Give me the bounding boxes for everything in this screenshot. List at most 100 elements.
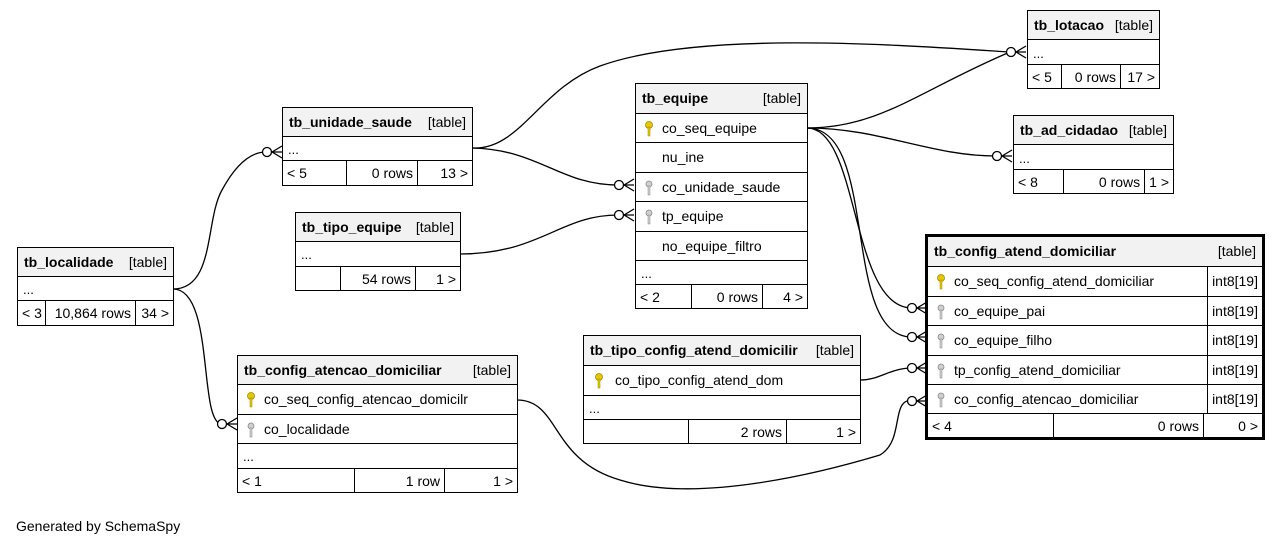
primary-key-icon bbox=[595, 373, 603, 389]
table-name: tb_unidade_saude bbox=[289, 114, 412, 130]
table-type: [table] bbox=[1114, 17, 1153, 33]
column-name: no_equipe_filtro bbox=[662, 238, 762, 254]
table-name: tb_config_atend_domiciliar bbox=[934, 243, 1117, 259]
columns-ellipsis: ... bbox=[584, 396, 860, 420]
column-type: int8[19] bbox=[1207, 356, 1262, 384]
ellipsis: ... bbox=[301, 247, 312, 262]
column-row: co_seq_config_atend_domiciliar int8[19] bbox=[928, 267, 1262, 297]
table-name: tb_equipe bbox=[642, 90, 709, 106]
ellipsis: ... bbox=[243, 449, 254, 464]
columns-ellipsis: ... bbox=[1014, 145, 1173, 170]
edge-tipoconfig-atend bbox=[859, 367, 913, 381]
table-header: tb_config_atend_domiciliar [table] bbox=[928, 237, 1262, 267]
column-row: co_seq_config_atencao_domicilr bbox=[238, 385, 517, 415]
table-tb-equipe[interactable]: tb_equipe [table] co_seq_equipe nu_ine c… bbox=[635, 83, 808, 309]
rows-count: 0 rows bbox=[347, 161, 418, 185]
column-name: co_seq_config_atend_domiciliar bbox=[954, 273, 1155, 289]
table-tb-unidade-saude[interactable]: tb_unidade_saude [table] ... < 5 0 rows … bbox=[282, 107, 473, 186]
rows-count: 1 row bbox=[355, 469, 445, 492]
ellipsis: ... bbox=[641, 266, 652, 281]
column-type: int8[19] bbox=[1207, 297, 1262, 325]
table-type: [table] bbox=[1128, 122, 1167, 138]
table-stats: < 3 10,864 rows 34 > bbox=[18, 301, 173, 325]
table-header: tb_config_atencao_domiciliar [table] bbox=[238, 356, 517, 385]
foreign-key-icon bbox=[645, 209, 653, 225]
rows-count: 0 rows bbox=[692, 285, 763, 308]
edge-localidade-unidade bbox=[172, 151, 267, 290]
table-tb-lotacao[interactable]: tb_lotacao [table] ... < 5 0 rows 17 > bbox=[1027, 10, 1160, 89]
foreign-key-icon bbox=[645, 180, 653, 196]
edge-equipe-pai bbox=[806, 127, 913, 309]
table-type: [table] bbox=[762, 90, 801, 106]
table-tb-config-atencao-domiciliar[interactable]: tb_config_atencao_domiciliar [table] co_… bbox=[237, 355, 518, 493]
children-count: 1 > bbox=[436, 271, 456, 287]
column-name: co_unidade_saude bbox=[662, 179, 781, 195]
column-type: int8[19] bbox=[1207, 326, 1262, 355]
column-row: co_equipe_filho int8[19] bbox=[928, 326, 1262, 356]
edge-atencao-atend bbox=[516, 399, 913, 490]
foreign-key-icon bbox=[247, 422, 255, 438]
table-type: [table] bbox=[472, 362, 511, 378]
children-count: 17 > bbox=[1127, 69, 1155, 85]
column-name: tp_config_atend_domiciliar bbox=[954, 362, 1121, 378]
ellipsis: ... bbox=[1033, 46, 1044, 61]
table-tb-tipo-config-atend-domicilir[interactable]: tb_tipo_config_atend_domicilir [table] c… bbox=[583, 335, 861, 444]
edge-unidade-equipe bbox=[472, 147, 619, 186]
column-row: co_config_atencao_domiciliar int8[19] bbox=[928, 385, 1262, 414]
parents-count bbox=[296, 267, 341, 290]
column-type: int8[19] bbox=[1207, 385, 1262, 413]
edge-equipe-lotacao bbox=[806, 51, 1011, 129]
table-header: tb_localidade [table] bbox=[18, 248, 173, 277]
column-name: co_equipe_pai bbox=[954, 303, 1046, 319]
table-tb-tipo-equipe[interactable]: tb_tipo_equipe [table] ... 54 rows 1 > bbox=[295, 212, 461, 291]
column-row: no_equipe_filtro bbox=[636, 232, 807, 261]
table-name: tb_ad_cidadao bbox=[1020, 122, 1119, 138]
column-row: co_tipo_config_atend_dom bbox=[584, 366, 860, 396]
ellipsis: ... bbox=[589, 401, 600, 416]
table-name: tb_localidade bbox=[24, 254, 114, 270]
rows-count: 2 rows bbox=[689, 420, 787, 443]
edge-equipe-filho bbox=[806, 127, 913, 338]
column-type: int8[19] bbox=[1207, 267, 1262, 296]
table-name: tb_lotacao bbox=[1034, 17, 1105, 33]
columns-ellipsis: ... bbox=[1028, 40, 1159, 65]
table-type: [table] bbox=[815, 342, 854, 358]
column-name: co_seq_equipe bbox=[662, 120, 757, 136]
children-count: 4 > bbox=[783, 289, 803, 305]
primary-key-icon bbox=[247, 392, 255, 408]
foreign-key-icon bbox=[937, 363, 945, 379]
table-tb-ad-cidadao[interactable]: tb_ad_cidadao [table] ... < 8 0 rows 1 > bbox=[1013, 115, 1174, 194]
table-type: [table] bbox=[415, 219, 454, 235]
table-tb-localidade[interactable]: tb_localidade [table] ... < 3 10,864 row… bbox=[17, 247, 174, 326]
column-row: tp_equipe bbox=[636, 202, 807, 232]
table-tb-config-atend-domiciliar[interactable]: tb_config_atend_domiciliar [table] co_se… bbox=[925, 234, 1265, 440]
table-stats: < 4 0 rows 0 > bbox=[928, 414, 1262, 437]
generated-by-footer: Generated by SchemaSpy bbox=[16, 518, 181, 534]
children-count: 34 > bbox=[141, 305, 169, 321]
column-name: tp_equipe bbox=[662, 208, 724, 224]
columns-ellipsis: ... bbox=[296, 242, 460, 267]
parents-count bbox=[584, 420, 689, 443]
column-name: co_equipe_filho bbox=[954, 332, 1053, 348]
table-type: [table] bbox=[427, 114, 466, 130]
edge-unidade-lotacao bbox=[472, 42, 1011, 149]
primary-key-icon bbox=[645, 121, 653, 137]
parents-count: < 2 bbox=[636, 285, 692, 308]
column-name: co_seq_config_atencao_domicilr bbox=[264, 391, 468, 407]
column-name: co_tipo_config_atend_dom bbox=[615, 372, 784, 388]
columns-ellipsis: ... bbox=[238, 444, 517, 469]
columns-ellipsis: ... bbox=[283, 137, 472, 161]
rows-count: 0 rows bbox=[1064, 170, 1146, 193]
columns-ellipsis: ... bbox=[18, 277, 173, 301]
ellipsis: ... bbox=[23, 282, 34, 297]
ellipsis: ... bbox=[288, 142, 299, 157]
children-count: 1 > bbox=[493, 473, 513, 489]
table-stats: < 1 1 row 1 > bbox=[238, 469, 517, 492]
parents-count: < 4 bbox=[928, 414, 1054, 437]
children-count: 13 > bbox=[440, 165, 468, 181]
table-name: tb_tipo_config_atend_domicilir bbox=[590, 342, 798, 358]
column-row: co_localidade bbox=[238, 415, 517, 444]
table-header: tb_tipo_config_atend_domicilir [table] bbox=[584, 336, 860, 366]
children-count: 0 > bbox=[1238, 418, 1258, 434]
